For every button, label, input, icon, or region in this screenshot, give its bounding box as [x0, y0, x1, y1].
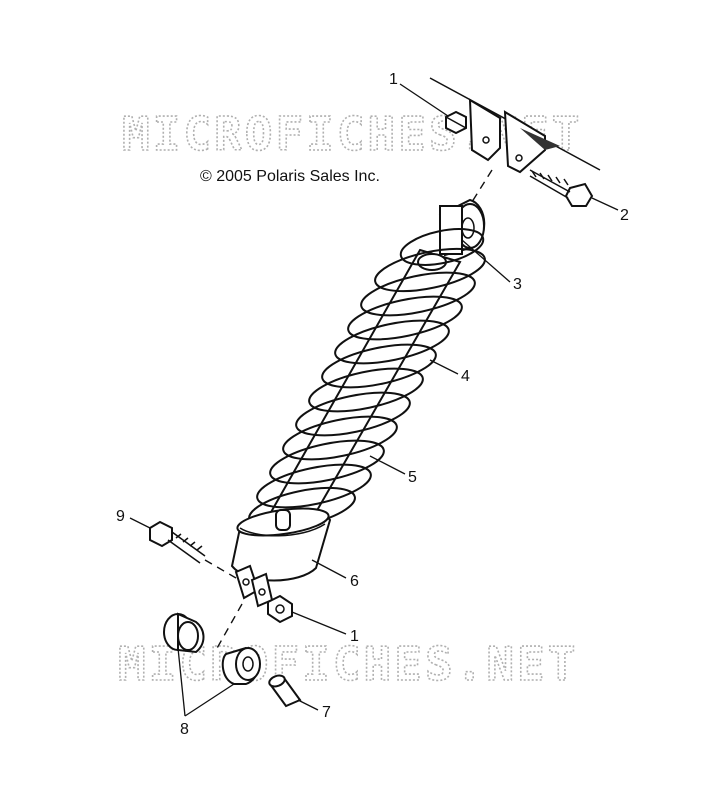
callout-4: 4 [461, 368, 470, 385]
callout-2: 2 [620, 207, 629, 224]
nut-top [445, 110, 467, 135]
callout-9: 9 [116, 508, 125, 525]
callout-1-top: 1 [389, 71, 398, 88]
frame-mount-bracket [429, 77, 601, 174]
callout-3: 3 [513, 276, 522, 293]
leader-lines [129, 83, 619, 717]
callout-1-bottom: 1 [350, 628, 359, 645]
shock-rod-upper [417, 253, 447, 271]
centerline-bottom [215, 603, 243, 651]
coil-spring [248, 228, 486, 530]
lower-spring-retainer [230, 507, 332, 582]
shock-top-eye [438, 198, 486, 257]
bolt-top [529, 169, 594, 207]
lower-clevis [234, 564, 274, 608]
nut-lower [267, 594, 293, 624]
callout-7: 7 [322, 704, 331, 721]
bolt-lower [149, 520, 237, 579]
flanged-bushing [163, 612, 205, 654]
callout-6: 6 [350, 573, 359, 590]
watermark-top: MICROFICHES.NET [122, 107, 582, 161]
copyright-text: © 2005 Polaris Sales Inc. [200, 168, 380, 185]
spacer [268, 674, 302, 708]
sleeve-bushing [221, 646, 261, 685]
callout-5: 5 [408, 469, 417, 486]
callout-8: 8 [180, 721, 189, 738]
